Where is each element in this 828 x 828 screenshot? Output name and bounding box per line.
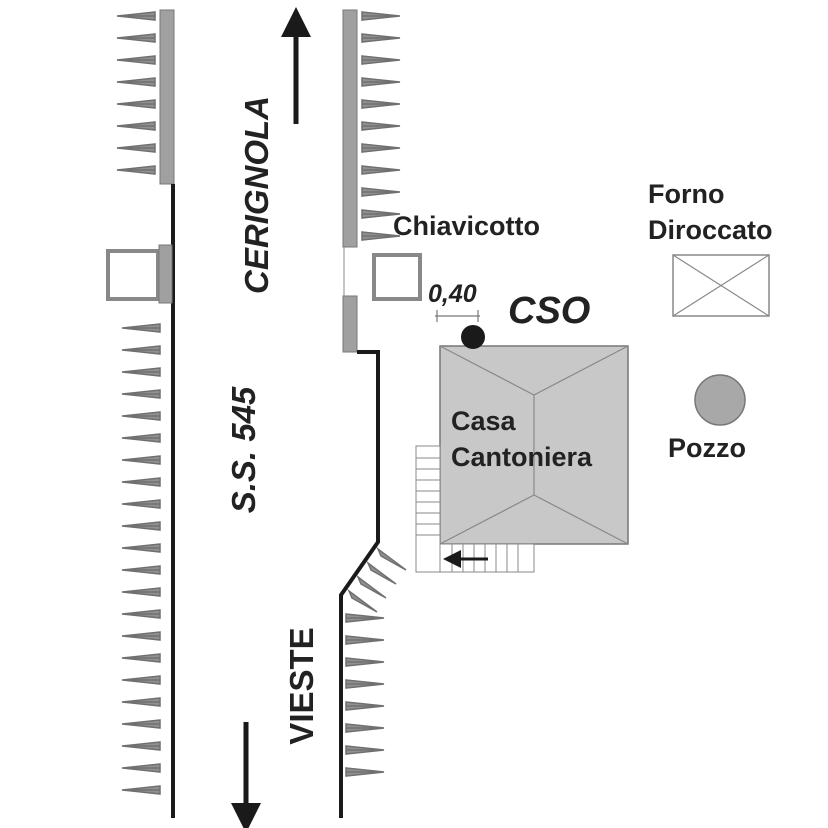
hatch-tick [345, 723, 385, 733]
label-line: Forno [648, 179, 724, 209]
well-label: Pozzo [668, 433, 746, 463]
hatch-tick [121, 609, 161, 619]
hatch-tick [121, 785, 161, 795]
hatch-tick [121, 323, 161, 333]
hatch-tick [345, 745, 385, 755]
station-label: CSO [508, 290, 590, 332]
north-destination-label: CERIGNOLA [238, 96, 275, 294]
hatch-tick [361, 33, 401, 43]
hatch-tick [121, 455, 161, 465]
label-line: Diroccato [648, 215, 773, 245]
hatch-tick [121, 565, 161, 575]
hatch-tick [121, 653, 161, 663]
guardrail-left [159, 9, 175, 185]
guardrail-right-lower [342, 295, 358, 353]
label-line: Casa [451, 406, 517, 436]
hatch-tick [361, 55, 401, 65]
hatch-tick [116, 143, 156, 153]
road-edge-east [339, 350, 380, 818]
label-line: Cantoniera [451, 442, 593, 472]
hatch-tick [121, 389, 161, 399]
hatch-tick [121, 697, 161, 707]
embankment-hatch-left-upper [116, 11, 156, 175]
hatch-tick [116, 11, 156, 21]
embankment-hatch-left-lower [121, 323, 161, 795]
culvert-label: Chiavicotto [393, 211, 540, 241]
hatch-tick [116, 165, 156, 175]
culvert-head-east [372, 253, 422, 301]
hatch-tick [116, 121, 156, 131]
hatch-tick [361, 187, 401, 197]
hatch-tick [121, 411, 161, 421]
embankment-hatch-right-upper [361, 11, 401, 241]
road-name-label: S.S. 545 [225, 386, 262, 513]
hatch-tick [361, 121, 401, 131]
hatch-tick [345, 657, 385, 667]
hatch-tick [121, 719, 161, 729]
hatch-tick [121, 631, 161, 641]
hatch-tick [121, 477, 161, 487]
hatch-tick [121, 543, 161, 553]
hatch-tick [361, 231, 401, 241]
hatch-tick [345, 613, 385, 623]
hatch-tick [361, 11, 401, 21]
hatch-tick [361, 165, 401, 175]
embankment-hatch-right-lower [345, 546, 407, 777]
hatch-tick [116, 55, 156, 65]
hatch-tick [116, 99, 156, 109]
well-icon [694, 374, 746, 426]
hatch-tick [121, 675, 161, 685]
hatch-tick [345, 767, 385, 777]
hatch-tick [366, 560, 397, 585]
south-destination-label: VIESTE [283, 627, 320, 744]
hatch-tick [121, 367, 161, 377]
hatch-tick [361, 77, 401, 87]
hatch-tick [121, 345, 161, 355]
hatch-tick [121, 587, 161, 597]
hatch-tick [356, 574, 387, 599]
hatch-tick [116, 77, 156, 87]
hatch-tick [345, 635, 385, 645]
hatch-tick [121, 741, 161, 751]
house-casa-cantoniera [439, 345, 629, 545]
culvert-head-west [106, 244, 173, 304]
hatch-tick [376, 546, 407, 571]
hatch-tick [361, 209, 401, 219]
ruined-oven-box [672, 254, 770, 317]
hatch-tick [345, 679, 385, 689]
hatch-tick [361, 99, 401, 109]
guardrail-right-upper [342, 9, 358, 248]
hatch-tick [121, 763, 161, 773]
hatch-tick [121, 433, 161, 443]
hatch-tick [121, 521, 161, 531]
distance-label: 0,40 [428, 280, 477, 308]
hatch-tick [121, 499, 161, 509]
station-point-icon [461, 325, 485, 349]
distance-dimension [435, 310, 480, 322]
hatch-tick [345, 701, 385, 711]
hatch-tick [347, 588, 378, 613]
hatch-tick [361, 143, 401, 153]
hatch-tick [116, 33, 156, 43]
